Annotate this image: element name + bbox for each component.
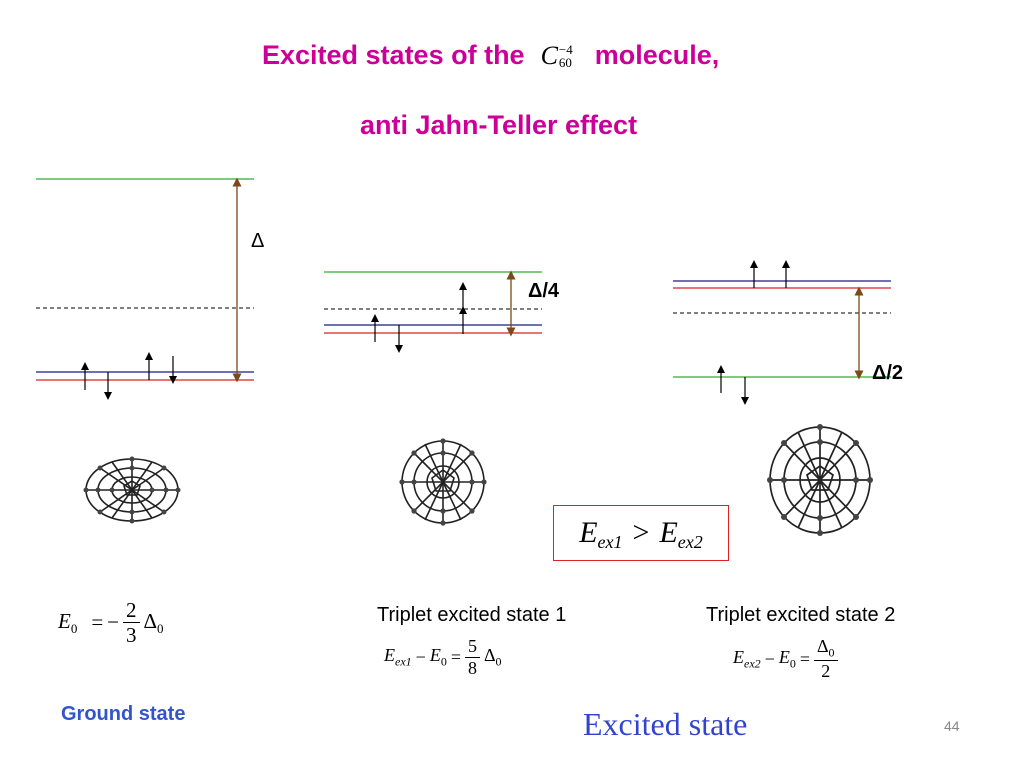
- ex2-gap-label: Δ/2: [872, 362, 904, 384]
- ex1-eq-minus: −: [415, 646, 426, 667]
- ground-eq-lhs-sub: 0: [70, 620, 78, 636]
- molecule-charge: −4: [558, 41, 573, 57]
- ex2-eq-num-delta-sub: 0: [828, 645, 835, 660]
- ex1-gap-label: Δ/4: [528, 280, 560, 302]
- triplet-state-1-equation: Eex1 − E0 = 5 8 Δ0: [384, 636, 502, 678]
- ex1-eq-delta: Δ: [483, 644, 496, 665]
- ex1-eq-a-sub: ex1: [395, 654, 412, 669]
- ex2-eq-equals: =: [799, 648, 810, 669]
- ground-eq-delta-sub: 0: [157, 620, 164, 636]
- comparison-left-base: E: [579, 516, 598, 549]
- title-line-2: anti Jahn-Teller effect: [360, 110, 638, 140]
- excited-state-label: Excited state: [583, 706, 748, 742]
- ex2-eq-denominator: 2: [821, 661, 831, 682]
- ground-eq-lhs-base: E: [58, 608, 71, 633]
- triplet-state-2-equation: Eex2 − E0 = Δ0 2: [733, 636, 838, 682]
- molecule-base: C: [540, 40, 558, 70]
- molecule-subscript: 60: [558, 54, 572, 70]
- comparison-operator: >: [632, 516, 650, 549]
- ground-eq-numerator: 2: [123, 598, 140, 624]
- ground-eq-delta: Δ: [143, 608, 158, 633]
- ex1-eq-b-sub: 0: [440, 654, 447, 669]
- ground-eq-sign: −: [107, 610, 120, 635]
- molecule-formula: C −4 60: [541, 41, 573, 71]
- triplet-state-1-label: Triplet excited state 1: [377, 604, 567, 626]
- ground-state-equation: E0 = − 2 3 Δ0: [58, 598, 164, 647]
- title-prefix: Excited states of the: [262, 40, 525, 70]
- comparison-right-base: E: [659, 516, 678, 549]
- comparison-left-sub: ex1: [597, 531, 623, 552]
- ex1-eq-delta-sub: 0: [495, 654, 502, 669]
- ex2-eq-b-base: E: [778, 646, 790, 667]
- fullerene-round-illustration: [399, 438, 487, 526]
- ex1-eq-denominator: 8: [467, 657, 477, 678]
- ex1-eq-equals: =: [450, 646, 461, 667]
- energy-comparison-box: E ex1 > E ex2: [553, 505, 729, 561]
- ex2-eq-a-base: E: [733, 646, 744, 667]
- title-line-1: Excited states of the C −4 60 molecule,: [262, 40, 719, 71]
- ex1-eq-b-base: E: [429, 644, 441, 665]
- ground-gap-label: Δ: [251, 230, 265, 252]
- ex2-eq-a-sub: ex2: [744, 656, 761, 671]
- ex1-eq-numerator: 5: [464, 636, 480, 658]
- title-suffix: molecule,: [594, 40, 720, 70]
- triplet-state-2-label: Triplet excited state 2: [706, 604, 896, 626]
- ground-eq-denominator: 3: [126, 623, 137, 648]
- ground-state-label: Ground state: [61, 703, 186, 725]
- comparison-right-sub: ex2: [677, 531, 703, 552]
- ex2-eq-minus: −: [764, 648, 775, 669]
- ground-eq-equals: =: [91, 610, 104, 635]
- fullerene-squashed-illustration: [83, 456, 181, 524]
- page-number: 44: [944, 718, 960, 734]
- ex2-eq-num-delta: Δ: [816, 636, 829, 656]
- ex2-eq-b-sub: 0: [789, 656, 796, 671]
- fullerene-elongated-illustration: [767, 424, 873, 536]
- ex1-eq-a-base: E: [384, 644, 395, 665]
